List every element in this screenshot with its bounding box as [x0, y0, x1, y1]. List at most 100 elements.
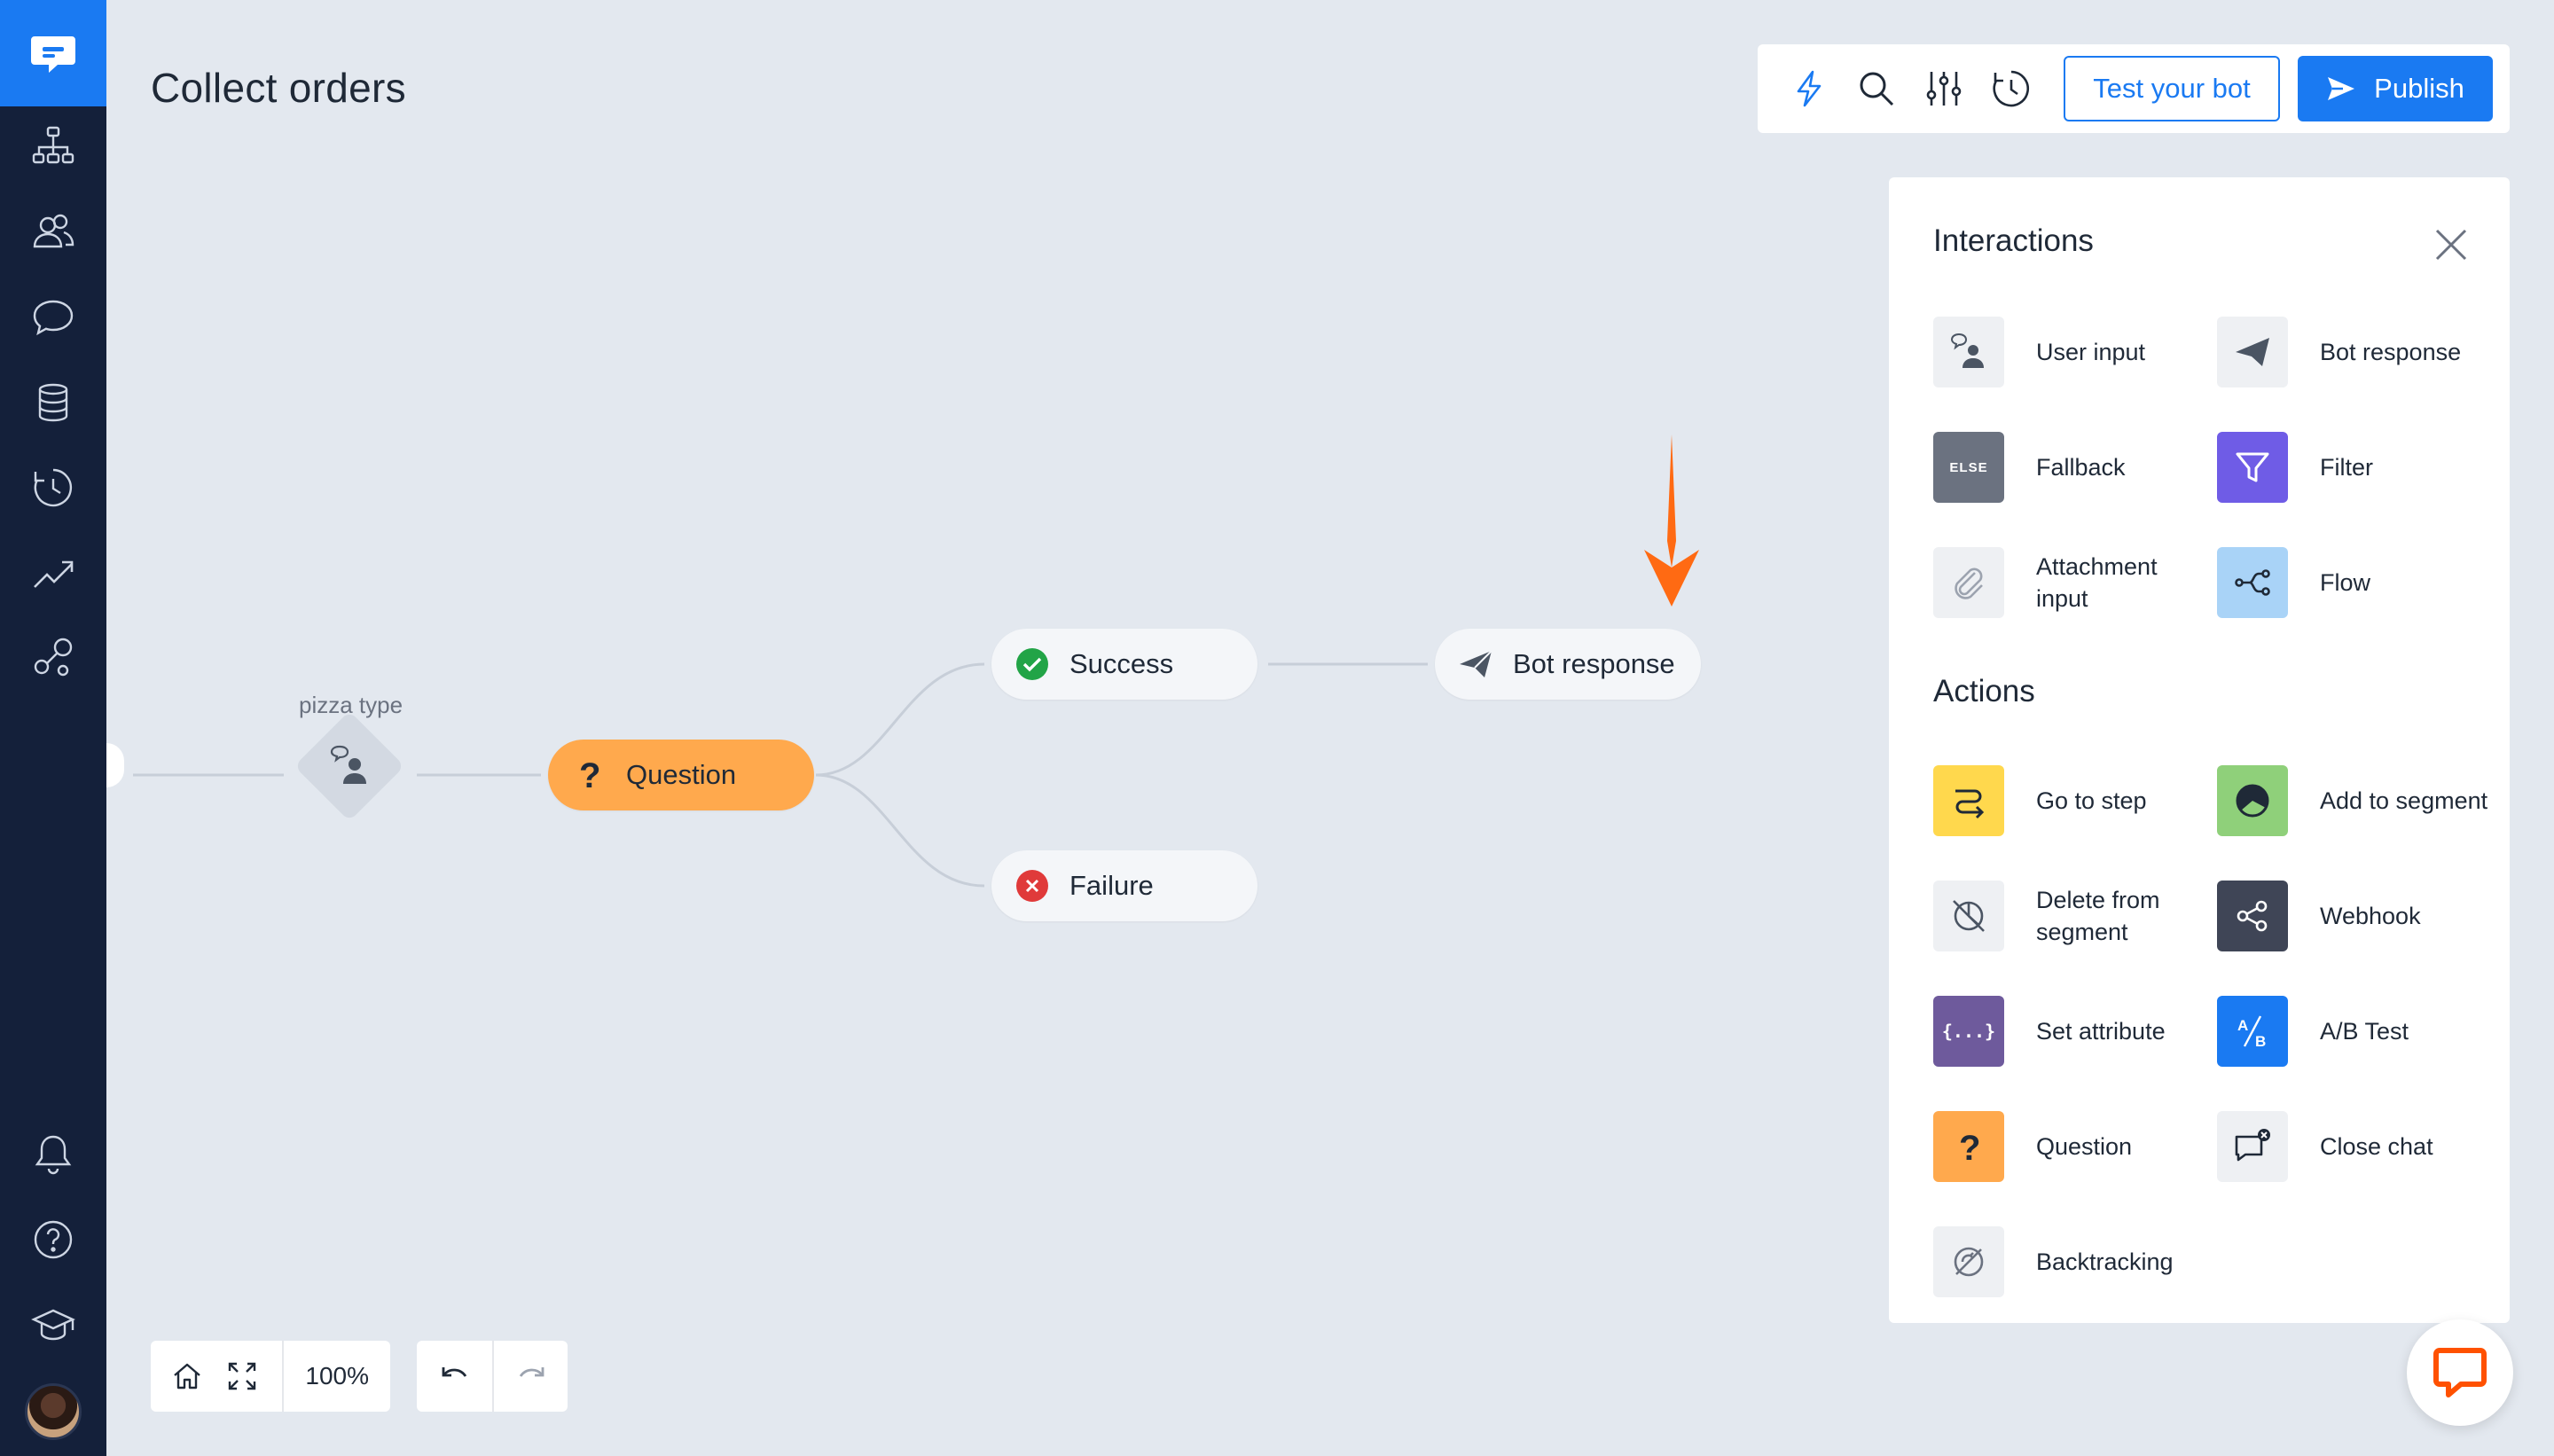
action-webhook[interactable]: Webhook: [2217, 880, 2501, 952]
pie-chart-icon: [2217, 765, 2288, 836]
flow-branch-icon: [2217, 547, 2288, 618]
history-icon[interactable]: [1988, 66, 2034, 112]
user-input-icon: [1933, 317, 2004, 387]
trend-up-icon[interactable]: [27, 546, 80, 599]
action-close-chat[interactable]: Close chat: [2217, 1110, 2501, 1183]
pointer-arrow-icon: [1644, 434, 1699, 607]
undo-icon[interactable]: [417, 1341, 492, 1412]
backtrack-icon: [1933, 1226, 2004, 1297]
success-node-label: Success: [1069, 648, 1174, 679]
success-node[interactable]: Success: [991, 629, 1257, 700]
question-mark-icon: ?: [571, 757, 607, 793]
flow-canvas[interactable]: pizza type ? Question Success Failure Bo…: [106, 0, 1880, 1456]
lightning-icon[interactable]: [1786, 66, 1832, 112]
item-label: Question: [2036, 1133, 2133, 1160]
close-icon[interactable]: [2430, 223, 2472, 266]
toolbar: Test your bot Publish: [1758, 44, 2510, 133]
item-label: Backtracking: [2036, 1249, 2174, 1275]
interaction-user-input[interactable]: User input: [1933, 316, 2217, 388]
test-your-bot-button[interactable]: Test your bot: [2064, 56, 2280, 121]
item-label: User input: [2036, 339, 2146, 365]
paper-plane-icon: [2328, 77, 2355, 100]
item-label: Delete from segment: [2036, 887, 2160, 945]
braces-icon: {...}: [1933, 996, 2004, 1067]
graduation-cap-icon[interactable]: [27, 1298, 80, 1351]
paper-plane-icon: [2217, 317, 2288, 387]
interactions-heading: Interactions: [1933, 223, 2094, 258]
funnel-icon: [2217, 432, 2288, 503]
item-label: Close chat: [2320, 1133, 2433, 1160]
flow-connectors: [133, 662, 1428, 888]
page-title: Collect orders: [151, 65, 406, 111]
svg-text:B: B: [2255, 1033, 2266, 1050]
share-nodes-icon: [2217, 881, 2288, 951]
interaction-flow[interactable]: Flow: [2217, 546, 2501, 619]
interaction-attachment-input[interactable]: Attachment input: [1933, 546, 2217, 619]
fit-to-screen-icon[interactable]: [215, 1341, 270, 1412]
item-label: Bot response: [2320, 339, 2462, 365]
nodes-icon[interactable]: [27, 631, 80, 685]
action-add-to-segment[interactable]: Add to segment: [2217, 764, 2501, 837]
chatbot-logo-icon[interactable]: [0, 0, 106, 106]
chat-bubble-icon[interactable]: [27, 291, 80, 344]
action-set-attribute[interactable]: {...} Set attribute: [1933, 995, 2217, 1068]
item-label: Filter: [2320, 454, 2373, 481]
zoom-controls: 100%: [151, 1341, 390, 1412]
paperclip-icon: [1933, 547, 2004, 618]
home-icon[interactable]: [160, 1341, 215, 1412]
database-icon[interactable]: [27, 376, 80, 429]
item-label: Webhook: [2320, 903, 2421, 929]
actions-heading: Actions: [1933, 674, 2035, 708]
failure-node-label: Failure: [1069, 870, 1154, 901]
svg-text:?: ?: [1959, 1129, 1980, 1167]
publish-label: Publish: [2374, 73, 2464, 104]
sitemap-icon[interactable]: [27, 119, 80, 172]
segment-remove-icon: [1933, 881, 2004, 951]
braces-badge: {...}: [1941, 1021, 1996, 1042]
item-label: Flow: [2320, 569, 2371, 596]
svg-text:A: A: [2237, 1017, 2248, 1034]
clock-history-icon[interactable]: [27, 461, 80, 514]
route-icon: [1933, 765, 2004, 836]
else-badge: ELSE: [1949, 459, 1988, 475]
else-icon: ELSE: [1933, 432, 2004, 503]
bell-icon[interactable]: [27, 1128, 80, 1181]
interaction-fallback[interactable]: ELSE Fallback: [1933, 431, 2217, 504]
item-label: Set attribute: [2036, 1018, 2166, 1045]
chat-widget-icon[interactable]: [2407, 1319, 2513, 1426]
item-label: A/B Test: [2320, 1018, 2409, 1045]
redo-icon[interactable]: [492, 1341, 568, 1412]
error-circle-icon: [1015, 868, 1050, 904]
sidebar: [0, 0, 106, 1456]
question-node[interactable]: ? Question: [548, 740, 814, 810]
avatar[interactable]: [25, 1383, 82, 1440]
paper-plane-icon: [1458, 646, 1493, 682]
question-circle-icon[interactable]: [27, 1213, 80, 1266]
publish-button[interactable]: Publish: [2298, 56, 2493, 121]
history-controls: [417, 1341, 568, 1412]
failure-node[interactable]: Failure: [991, 850, 1257, 921]
item-label: Add to segment: [2320, 787, 2488, 814]
action-question[interactable]: ? Question: [1933, 1110, 2217, 1183]
svg-text:?: ?: [579, 757, 600, 793]
question-mark-icon: ?: [1933, 1111, 2004, 1182]
action-delete-from-segment[interactable]: Delete from segment: [1933, 880, 2217, 952]
sliders-icon[interactable]: [1921, 66, 1967, 112]
zoom-level[interactable]: 100%: [282, 1341, 390, 1412]
action-go-to-step[interactable]: Go to step: [1933, 764, 2217, 837]
bot-response-node[interactable]: Bot response: [1435, 629, 1701, 700]
interaction-filter[interactable]: Filter: [2217, 431, 2501, 504]
question-node-label: Question: [626, 759, 737, 790]
item-label: Attachment input: [2036, 553, 2158, 612]
users-icon[interactable]: [27, 206, 80, 259]
previous-node-stub[interactable]: [106, 743, 124, 787]
item-label: Fallback: [2036, 454, 2126, 481]
bot-response-node-label: Bot response: [1513, 648, 1675, 679]
interaction-bot-response[interactable]: Bot response: [2217, 316, 2501, 388]
action-backtracking[interactable]: Backtracking: [1933, 1225, 2217, 1298]
search-icon[interactable]: [1853, 66, 1900, 112]
user-input-icon: [330, 745, 366, 784]
interactions-panel: Interactions User input Bot response ELS…: [1889, 177, 2510, 1323]
